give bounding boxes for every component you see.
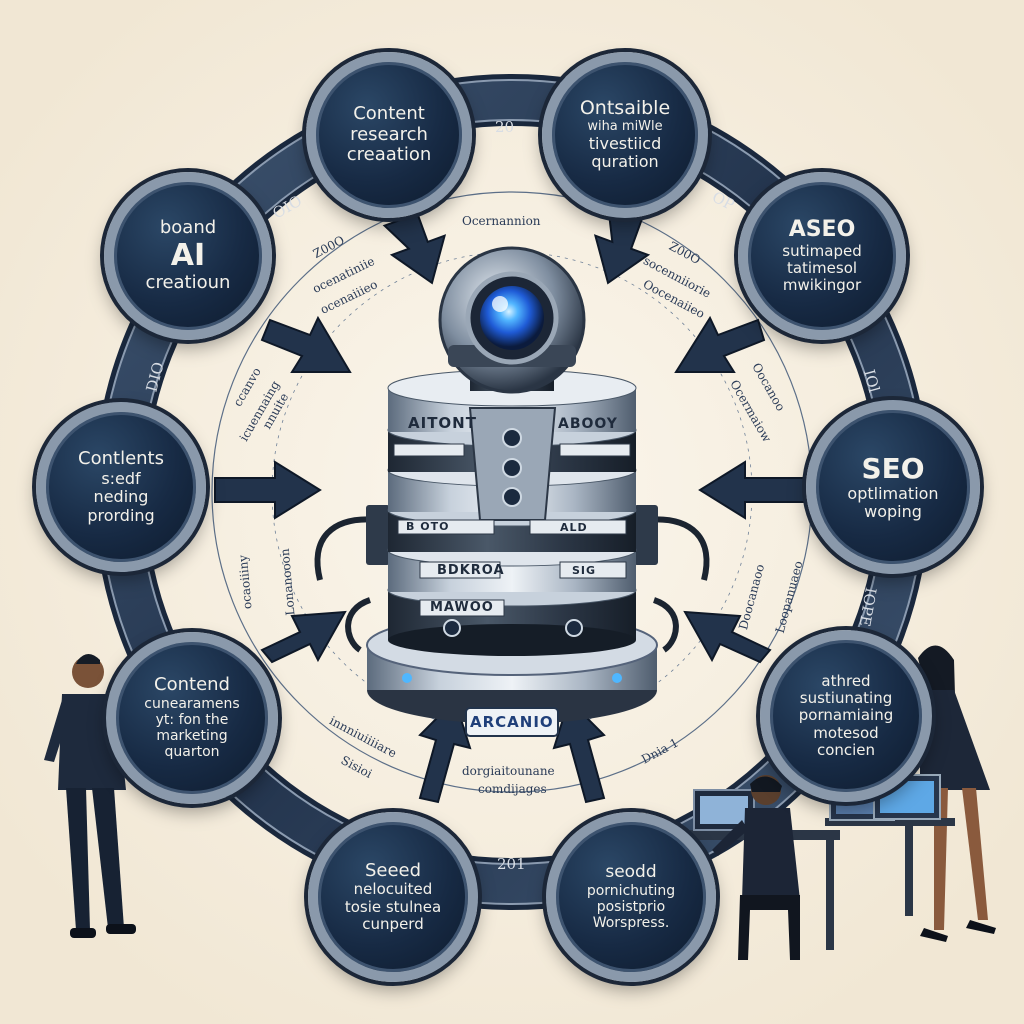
node-line: Contend (154, 674, 230, 696)
node-line: boand (159, 217, 217, 239)
node-line: Seeed (364, 859, 422, 881)
robot-disk-label: MAWOO (430, 600, 494, 615)
node-line: prording (87, 505, 155, 525)
node-line: tivestiicd (588, 134, 662, 153)
node-line: marketing (156, 728, 228, 745)
annotation: dorgiaitounane (462, 764, 555, 778)
robot-eye (480, 286, 544, 350)
node-line: concien (816, 740, 876, 759)
annotation: comdijages (478, 782, 547, 796)
robot-label-left: AITONT (408, 414, 477, 432)
node-contend-marketing[interactable]: Contend cunearamens yt: fon the marketin… (106, 632, 278, 804)
node-line: mwikingor (782, 276, 862, 295)
robot-server (366, 246, 658, 737)
node-line: motesod (813, 723, 879, 742)
node-line: Worspress. (592, 914, 670, 931)
node-line: sustiunating (799, 689, 893, 708)
node-line: AI (170, 237, 206, 273)
node-line: sutimaped (782, 241, 862, 260)
robot-base-badge: ARCANIO (470, 713, 554, 731)
person-seated (690, 775, 840, 960)
node-seo-optimlation[interactable]: SEO optlimation woping (806, 400, 980, 574)
robot-disk-label: B OTO (406, 520, 450, 533)
robot-disk-label: BDKROA (437, 563, 505, 578)
node-line: quration (591, 152, 659, 172)
node-board-ai[interactable]: boand AI creatioun (104, 172, 272, 340)
node-line: pornichuting (586, 882, 676, 899)
node-line: neding (93, 487, 149, 507)
node-line: athred (821, 671, 871, 690)
node-line: posistprio (596, 898, 666, 915)
node-line: pornamiaing (798, 706, 894, 725)
annotation: Ocernannion (462, 214, 541, 228)
node-line: tatimesol (786, 259, 858, 278)
node-line: Ontsaible (579, 97, 671, 120)
node-seeed[interactable]: Seeed nelocuited tosie stulnea cunperd (308, 812, 478, 982)
node-line: cunearamens (144, 696, 240, 713)
node-line: ASEO (788, 217, 856, 243)
ring-label: 20 (495, 118, 515, 136)
node-content-research[interactable]: Content research creaation (306, 52, 472, 218)
node-line: quarton (164, 744, 220, 761)
node-line: optlimation (847, 483, 939, 503)
node-line: nelocuited (353, 880, 433, 899)
robot-side-tag: ALD (560, 521, 588, 534)
node-line: wiha miWle (587, 119, 663, 135)
robot-label-right: ABOOY (558, 416, 618, 432)
node-contents-sedf[interactable]: Contlents s:edf neding prording (36, 402, 206, 572)
node-line: research (350, 123, 428, 145)
ring-label: 201 (497, 855, 526, 873)
node-line: s:edf (101, 468, 141, 488)
node-line: woping (864, 502, 922, 522)
flow-arrows (214, 207, 806, 804)
robot-side-tag: SIG (572, 564, 597, 577)
node-line: cunperd (362, 914, 424, 933)
node-line: creatioun (145, 272, 231, 294)
node-ontsaible[interactable]: Ontsaible wiha miWle tivestiicd quration (542, 52, 708, 218)
node-line: tosie stulnea (344, 897, 442, 916)
node-athred[interactable]: athred sustiunating pornamiaing motesod … (760, 630, 932, 802)
node-seodd[interactable]: seodd pornichuting posistprio Worspress. (546, 812, 716, 982)
robot-cables (314, 516, 710, 653)
node-line: Content (353, 102, 425, 124)
node-aseo[interactable]: ASEO sutimaped tatimesol mwikingor (738, 172, 906, 340)
node-line: seodd (605, 862, 657, 883)
node-line: Contlents (78, 448, 164, 470)
node-line: yt: fon the (155, 712, 229, 729)
node-line: SEO (861, 451, 925, 485)
node-line: creaation (346, 144, 432, 166)
